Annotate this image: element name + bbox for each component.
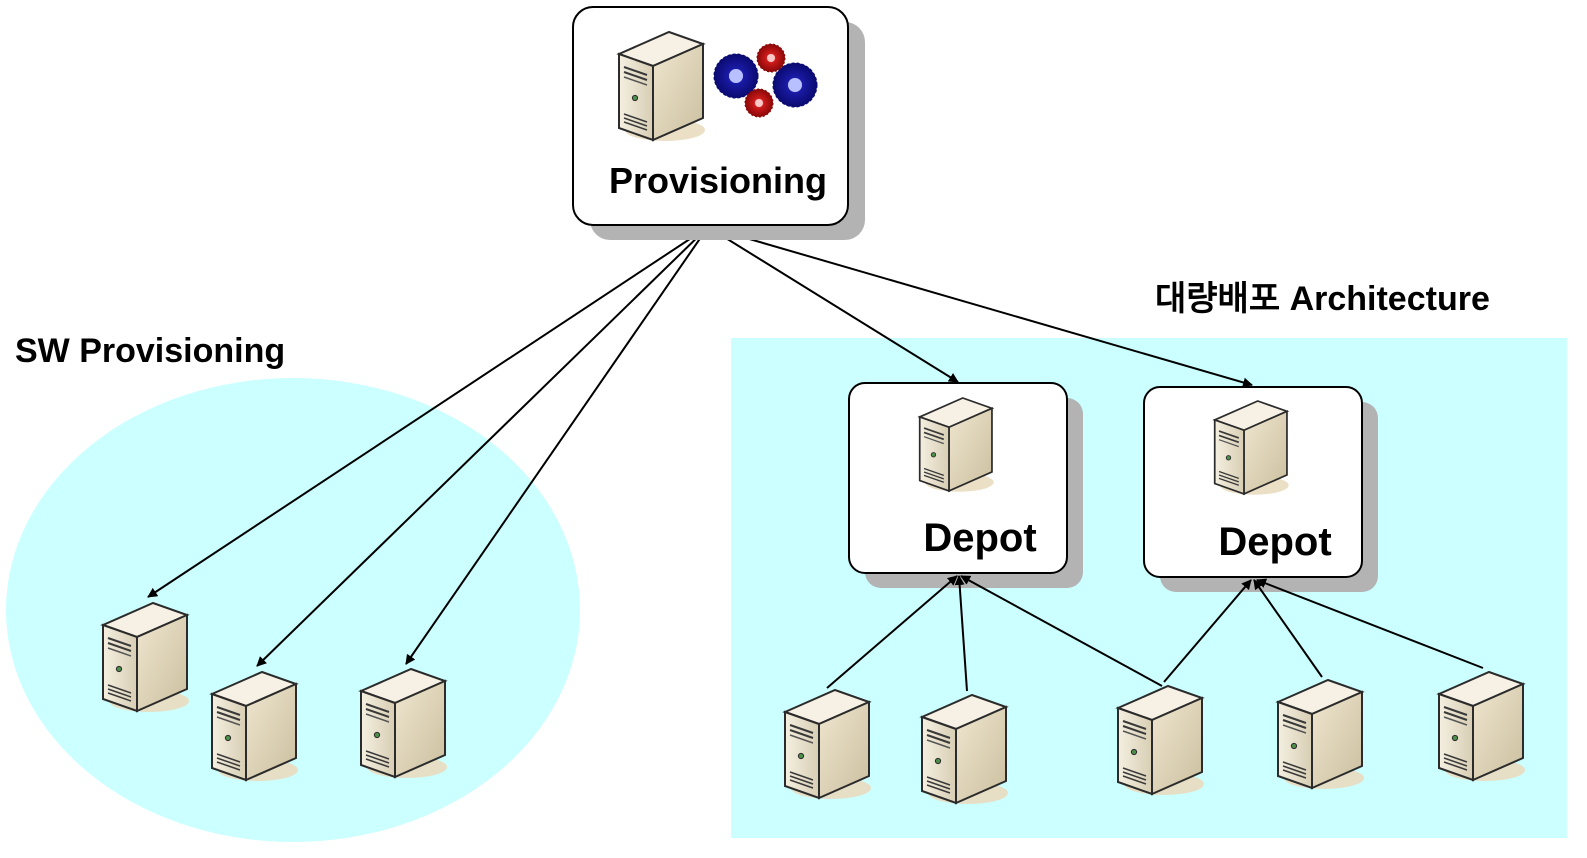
provisioning-label: Provisioning xyxy=(609,160,827,201)
server-icon xyxy=(1213,400,1290,496)
mass-deploy-label: 대량배포 Architecture xyxy=(1155,280,1490,318)
provisioning-node: Provisioning xyxy=(572,6,865,240)
arrow-client-5-to-depot-1 xyxy=(954,575,968,692)
server-icon xyxy=(1277,679,1365,790)
depot-1-label: Depot xyxy=(923,516,1036,560)
arrow-to-client-3 xyxy=(405,226,709,665)
server-icon xyxy=(618,31,706,142)
arrow-client-7-to-depot-2 xyxy=(1253,579,1323,678)
provisioning-connectors xyxy=(147,226,1253,667)
server-icon xyxy=(102,602,190,713)
server-icon xyxy=(360,668,448,779)
depot-2-label: Depot xyxy=(1218,520,1331,564)
gears-icon xyxy=(713,43,818,118)
arrow-client-6-to-depot-2 xyxy=(1163,579,1252,683)
arrow-to-client-2 xyxy=(256,226,709,667)
arrow-to-client-1 xyxy=(147,226,709,598)
arrow-client-4-to-depot-1 xyxy=(826,575,958,689)
server-icon xyxy=(1117,685,1205,796)
arrow-to-depot-2 xyxy=(707,226,1253,388)
arrow-client-6-to-depot-1 xyxy=(960,575,1163,687)
server-icon xyxy=(211,671,299,782)
arrow-to-depot-1 xyxy=(707,226,959,383)
depot-connectors xyxy=(826,575,1484,692)
depot-node-1: Depot xyxy=(848,382,1083,588)
server-icon xyxy=(784,689,872,800)
arrow-client-8-to-depot-2 xyxy=(1256,578,1484,669)
sw-provisioning-label: SW Provisioning xyxy=(15,332,285,370)
server-icon xyxy=(918,397,995,493)
server-icon xyxy=(1438,671,1526,782)
server-icon xyxy=(921,694,1009,805)
depot-node-2: Depot xyxy=(1143,386,1378,592)
